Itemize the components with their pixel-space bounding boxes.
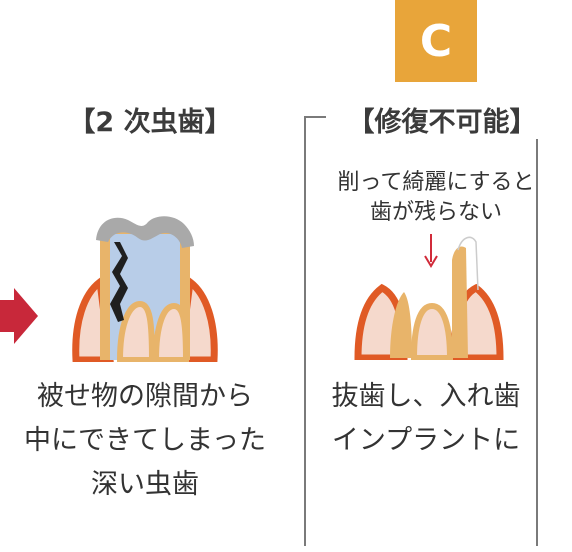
annotation-note: 削って綺麗にすると 歯が残らない	[318, 168, 554, 228]
category-badge: C	[395, 0, 477, 82]
progress-arrow	[0, 288, 38, 344]
badge-letter: C	[419, 15, 453, 67]
decayed-tooth-illustration	[72, 216, 218, 362]
caption-line: 被せ物の隙間から	[37, 381, 253, 412]
root-remnant-illustration	[354, 236, 504, 360]
note-line: 歯が残らない	[369, 200, 502, 225]
note-line: 削って綺麗にすると	[337, 170, 535, 195]
caption-line: 抜歯し、入れ歯	[331, 381, 521, 412]
right-caption: 抜歯し、入れ歯 インプラントに	[306, 375, 546, 463]
caption-line: 中にできてしまった	[24, 425, 266, 456]
caption-line: 深い虫歯	[91, 469, 199, 500]
left-caption: 被せ物の隙間から 中にできてしまった 深い虫歯	[0, 375, 290, 507]
right-heading: 【修復不可能】	[326, 100, 558, 139]
caption-line: インプラントに	[331, 425, 521, 456]
pointer-arrow-icon	[424, 234, 438, 268]
left-heading: 【2 次虫歯】	[68, 107, 232, 138]
